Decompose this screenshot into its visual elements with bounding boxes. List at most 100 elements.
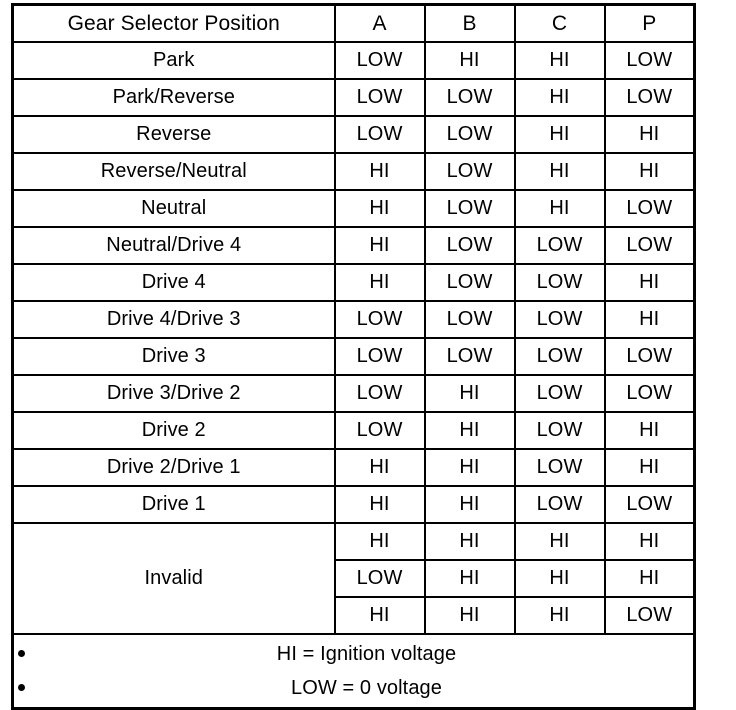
cell-signal-c: LOW — [513, 300, 606, 339]
cell-signal-a: LOW — [333, 300, 426, 339]
cell-signal-a: HI — [333, 522, 426, 561]
cell-signal-p: LOW — [603, 485, 696, 524]
gear-position-label: Reverse/Neutral — [11, 152, 336, 191]
legend-note: LOW = 0 voltage — [14, 671, 693, 705]
cell-signal-c: LOW — [513, 337, 606, 376]
cell-signal-c: HI — [513, 559, 606, 598]
cell-signal-c: LOW — [513, 448, 606, 487]
gear-position-label: Drive 2/Drive 1 — [11, 448, 336, 487]
cell-signal-p: HI — [603, 300, 696, 339]
cell-signal-a: HI — [333, 152, 426, 191]
gear-position-label: Reverse — [11, 115, 336, 154]
cell-signal-p: HI — [603, 522, 696, 561]
cell-signal-b: LOW — [423, 78, 516, 117]
cell-signal-a: LOW — [333, 411, 426, 450]
column-header-p: P — [603, 3, 696, 43]
cell-signal-a: HI — [333, 596, 426, 635]
cell-signal-a: HI — [333, 189, 426, 228]
cell-signal-a: HI — [333, 226, 426, 265]
cell-signal-a: LOW — [333, 337, 426, 376]
cell-signal-p: LOW — [603, 596, 696, 635]
cell-signal-p: HI — [603, 559, 696, 598]
cell-signal-p: HI — [603, 115, 696, 154]
cell-signal-p: LOW — [603, 374, 696, 413]
cell-signal-c: HI — [513, 189, 606, 228]
cell-signal-a: LOW — [333, 78, 426, 117]
cell-signal-p: LOW — [603, 189, 696, 228]
gear-position-label: Neutral/Drive 4 — [11, 226, 336, 265]
gear-position-label: Neutral — [11, 189, 336, 228]
cell-signal-b: HI — [423, 522, 516, 561]
cell-signal-b: HI — [423, 485, 516, 524]
cell-signal-c: HI — [513, 522, 606, 561]
cell-signal-c: HI — [513, 152, 606, 191]
cell-signal-b: LOW — [423, 152, 516, 191]
table-header: Gear Selector Position A B C P — [11, 3, 696, 43]
cell-signal-p: HI — [603, 411, 696, 450]
cell-signal-b: LOW — [423, 300, 516, 339]
cell-signal-p: HI — [603, 152, 696, 191]
cell-signal-b: LOW — [423, 115, 516, 154]
cell-signal-a: LOW — [333, 115, 426, 154]
legend-note: HI = Ignition voltage — [14, 637, 693, 671]
cell-signal-a: HI — [333, 485, 426, 524]
cell-signal-c: LOW — [513, 263, 606, 302]
cell-signal-p: LOW — [603, 78, 696, 117]
column-header-b: B — [423, 3, 516, 43]
bullet-icon — [18, 684, 25, 691]
cell-signal-p: LOW — [603, 337, 696, 376]
cell-signal-a: HI — [333, 448, 426, 487]
gear-position-label-invalid: Invalid — [11, 522, 336, 635]
legend-note-text: HI = Ignition voltage — [276, 643, 457, 665]
cell-signal-b: LOW — [423, 337, 516, 376]
cell-signal-c: LOW — [513, 485, 606, 524]
cell-signal-b: HI — [423, 41, 516, 80]
cell-signal-c: LOW — [513, 411, 606, 450]
cell-signal-p: LOW — [603, 41, 696, 80]
gear-position-label: Drive 3 — [11, 337, 336, 376]
column-header-a: A — [333, 3, 426, 43]
cell-signal-c: LOW — [513, 374, 606, 413]
cell-signal-a: LOW — [333, 374, 426, 413]
cell-signal-b: HI — [423, 596, 516, 635]
cell-signal-p: LOW — [603, 226, 696, 265]
cell-signal-c: HI — [513, 41, 606, 80]
gear-position-label: Park/Reverse — [11, 78, 336, 117]
cell-signal-b: LOW — [423, 263, 516, 302]
cell-signal-p: HI — [603, 448, 696, 487]
cell-signal-b: LOW — [423, 226, 516, 265]
cell-signal-a: HI — [333, 263, 426, 302]
cell-signal-p: HI — [603, 263, 696, 302]
column-header-gear-selector-position: Gear Selector Position — [11, 3, 336, 43]
cell-signal-b: HI — [423, 374, 516, 413]
cell-signal-c: LOW — [513, 226, 606, 265]
cell-signal-b: HI — [423, 411, 516, 450]
header-row: Gear Selector Position A B C P — [11, 3, 696, 43]
gear-position-label: Park — [11, 41, 336, 80]
gear-position-label: Drive 4/Drive 3 — [11, 300, 336, 339]
cell-signal-c: HI — [513, 78, 606, 117]
gear-position-label: Drive 4 — [11, 263, 336, 302]
bullet-icon — [18, 650, 25, 657]
cell-signal-c: HI — [513, 115, 606, 154]
